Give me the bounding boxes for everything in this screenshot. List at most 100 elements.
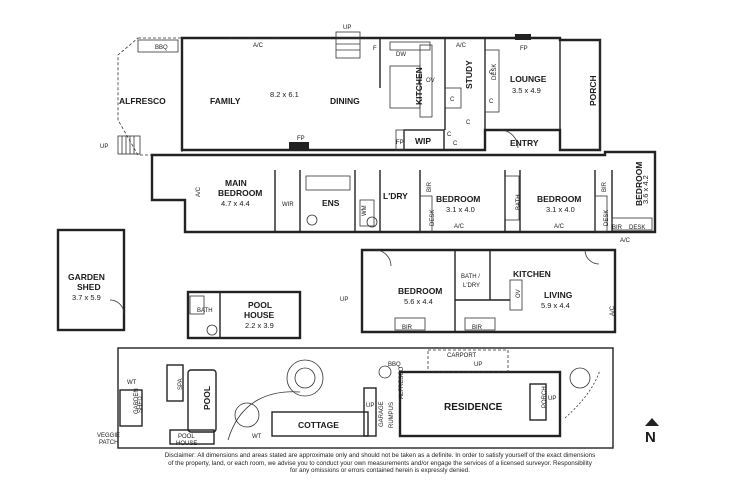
label-pool-house-site-1: POOL xyxy=(178,434,195,440)
label-garage-site: GARAGE xyxy=(379,401,385,427)
label-bedroom-2: BEDROOM xyxy=(436,194,480,204)
label-garden-site: GARDEN xyxy=(134,388,140,414)
label-shed: SHED xyxy=(77,282,101,292)
pool-house-building xyxy=(186,290,302,340)
label-ens: ENS xyxy=(322,198,340,208)
label-rumpus-site: RUMPUS xyxy=(389,402,395,428)
label-bedroom4-dim: 3.6 x 4.2 xyxy=(641,175,650,204)
kitchen-bench xyxy=(419,44,433,118)
label-ac-bed3: A/C xyxy=(554,224,565,230)
label-bedroom3-dim: 3.1 x 4.0 xyxy=(546,205,575,214)
label-ov-cottage: OV xyxy=(516,289,522,298)
label-bbq: BBQ xyxy=(155,45,168,51)
label-cottage-bed-dim: 5.6 x 4.4 xyxy=(404,297,433,306)
label-wip: WIP xyxy=(415,136,431,146)
site-boundary xyxy=(117,347,614,449)
label-up-stair: UP xyxy=(343,25,351,31)
fireplace-family xyxy=(289,142,309,150)
label-cottage-site: COTTAGE xyxy=(298,420,339,430)
label-fp-family: FP xyxy=(297,136,305,142)
bbq-counter xyxy=(137,39,179,53)
label-bath-cottage: BATH / xyxy=(461,274,480,280)
label-alfresco-site: ALFRESCO xyxy=(399,366,405,399)
label-c-hall: C xyxy=(466,120,471,126)
disclaimer-line-2: of the property, land, or each room, we … xyxy=(168,459,592,467)
label-entry: ENTRY xyxy=(510,138,539,148)
label-alfresco: ALFRESCO xyxy=(119,96,166,106)
label-ac-family: A/C xyxy=(253,43,264,49)
label-porch-site: PORCH xyxy=(542,386,548,408)
label-family: FAMILY xyxy=(210,96,241,106)
label-desk-4: DESK xyxy=(629,225,645,231)
alfresco-steps xyxy=(117,135,141,155)
label-ldry: L'DRY xyxy=(383,191,408,201)
label-ov: OV xyxy=(426,78,435,84)
label-ac-main: A/C xyxy=(196,186,202,197)
label-pool-house-dim: 2.2 x 3.9 xyxy=(245,321,274,330)
label-lounge-dim: 3.5 x 4.9 xyxy=(512,86,541,95)
label-c-desk-2: C xyxy=(489,99,494,105)
label-house: HOUSE xyxy=(244,310,275,320)
label-pool-site: POOL xyxy=(202,386,212,410)
label-up-porch: UP xyxy=(548,396,556,402)
label-family-dim: 8.2 x 6.1 xyxy=(270,90,299,99)
label-spa: SPA xyxy=(178,378,184,390)
label-dining: DINING xyxy=(330,96,360,106)
label-ac-bed4: A/C xyxy=(620,238,631,244)
label-c-wip: C xyxy=(453,141,458,147)
disclaimer-line-3: for any omissions or errors contained he… xyxy=(290,467,470,475)
label-bedroom-cottage: BEDROOM xyxy=(398,286,442,296)
garden-shed-building xyxy=(56,228,126,332)
label-dw: DW xyxy=(396,52,406,58)
label-up-site: UP xyxy=(366,403,374,409)
fireplace-lounge xyxy=(515,34,531,40)
label-desk-study: DESK xyxy=(492,64,498,80)
label-f: F xyxy=(373,46,377,52)
main-house-upper xyxy=(117,31,602,156)
label-bir-4: BIR xyxy=(612,225,623,231)
label-veggie: VEGGIE xyxy=(97,433,120,439)
disclaimer: Disclaimer: All dimensions and areas sta… xyxy=(120,452,640,475)
label-main-dim: 4.7 x 4.4 xyxy=(221,199,250,208)
main-house-lower xyxy=(150,150,657,234)
label-lounge: LOUNGE xyxy=(510,74,547,84)
label-bath-main: BATH xyxy=(516,194,522,210)
label-c-hall-2: C xyxy=(447,132,452,138)
label-bir-cottage-1: BIR xyxy=(402,325,413,331)
label-desk-3: DESK xyxy=(604,210,610,226)
label-shed-site: SHED xyxy=(138,396,144,413)
label-up-cottage: UP xyxy=(340,297,348,303)
label-wt-2: WT xyxy=(252,434,262,440)
label-desk-2: DESK xyxy=(430,210,436,226)
disclaimer-line-1: Disclaimer: All dimensions and areas sta… xyxy=(164,452,596,459)
label-living-dim: 5.9 x 4.4 xyxy=(541,301,570,310)
label-c-study: C xyxy=(450,97,455,103)
label-up-alfresco: UP xyxy=(100,144,108,150)
label-up-carport: UP xyxy=(474,362,482,368)
upper-outer-wall xyxy=(180,36,602,152)
label-porch: PORCH xyxy=(588,75,598,106)
lower-outer-wall xyxy=(150,150,657,234)
label-wm: WM xyxy=(362,205,368,216)
label-garden: GARDEN xyxy=(68,272,105,282)
label-ac-study: A/C xyxy=(456,43,467,49)
label-fp-lounge: FP xyxy=(520,46,528,52)
label-ac-living: A/C xyxy=(610,305,616,316)
label-bath-pool: BATH xyxy=(197,308,213,314)
label-study: STUDY xyxy=(464,60,474,89)
cottage-building xyxy=(360,248,617,334)
label-bir-3: BIR xyxy=(602,181,608,192)
label-main: MAIN xyxy=(225,178,247,188)
label-bir-2: BIR xyxy=(427,181,433,192)
label-bbq-site: BBQ xyxy=(388,362,401,368)
label-kitchen: KITCHEN xyxy=(414,67,424,105)
label-carport: CARPORT xyxy=(447,353,477,359)
label-pool: POOL xyxy=(248,300,272,310)
north-arrow xyxy=(645,418,659,426)
site-plan xyxy=(117,347,614,449)
label-patch: PATCH xyxy=(99,440,118,446)
label-fp-wip: FP xyxy=(396,140,404,146)
label-main-bedroom: BEDROOM xyxy=(218,188,262,198)
label-residence: RESIDENCE xyxy=(444,402,503,413)
